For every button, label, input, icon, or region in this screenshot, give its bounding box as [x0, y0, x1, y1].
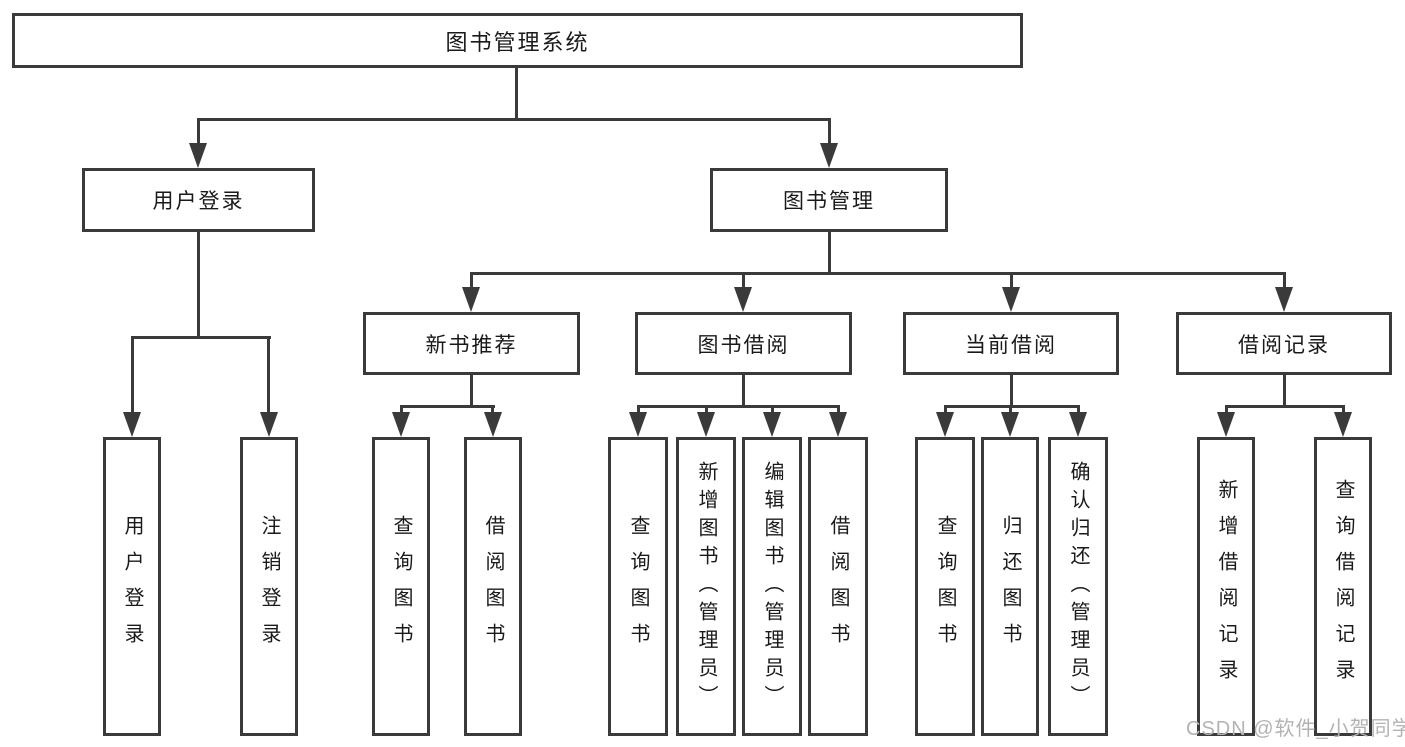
node-current-borrow: 当前借阅	[903, 312, 1119, 375]
node-book-borrow: 图书借阅	[635, 312, 852, 375]
arrowhead-down-icon	[1002, 287, 1020, 312]
arrowhead-down-icon	[1275, 287, 1293, 312]
connector-stem-level3	[1283, 272, 1286, 289]
csdn-watermark: CSDN @软件_小贺同学	[1186, 718, 1405, 740]
leaf-return-books: 归还图书	[981, 437, 1039, 736]
leaf-borrow-books: 借阅图书	[808, 437, 868, 736]
connector-stem-leaf	[1077, 405, 1080, 415]
connector-stem-leaf	[637, 405, 640, 415]
connector-stem-level3	[1010, 272, 1013, 289]
arrowhead-down-icon	[123, 412, 141, 437]
connector-book-management-split	[470, 272, 1286, 275]
connector-root-stub	[515, 67, 518, 119]
leaf-confirm-return-admin: 确认归还（管理员）	[1048, 437, 1108, 736]
node-borrow-records: 借阅记录	[1176, 312, 1392, 375]
connector-borrow-records-stub	[1283, 374, 1286, 408]
connector-stem-leaf	[705, 405, 708, 415]
connector-root-split	[197, 118, 831, 121]
connector-stem-leaf	[837, 405, 840, 415]
arrowhead-down-icon	[392, 412, 410, 437]
connector-current-borrow-split	[944, 405, 1080, 408]
leaf-query-books: 查询图书	[372, 437, 430, 736]
arrowhead-down-icon	[936, 412, 954, 437]
node-new-book-recommend: 新书推荐	[363, 312, 580, 375]
node-user-login: 用户登录	[82, 168, 315, 232]
arrowhead-down-icon	[462, 287, 480, 312]
connector-book-borrow-stub	[742, 374, 745, 408]
leaf-edit-books-admin: 编辑图书（管理员）	[742, 437, 802, 736]
arrowhead-down-icon	[829, 412, 847, 437]
connector-stem-leaf	[771, 405, 774, 415]
connector-stem-user-login	[197, 118, 200, 145]
arrowhead-down-icon	[1001, 412, 1019, 437]
connector-new-book-split	[400, 405, 495, 408]
leaf-user-login: 用户登录	[103, 437, 161, 736]
leaf-borrow-books: 借阅图书	[464, 437, 522, 736]
arrowhead-down-icon	[484, 412, 502, 437]
leaf-add-books-admin: 新增图书（管理员）	[676, 437, 736, 736]
connector-stem-leaf	[944, 405, 947, 415]
arrowhead-down-icon	[697, 412, 715, 437]
arrowhead-down-icon	[734, 287, 752, 312]
connector-borrow-records-split	[1225, 405, 1345, 408]
arrowhead-down-icon	[260, 412, 278, 437]
connector-stem-leaf	[1342, 405, 1345, 415]
arrowhead-down-icon	[1069, 412, 1087, 437]
connector-new-book-stub	[470, 374, 473, 408]
arrowhead-down-icon	[1217, 412, 1235, 437]
connector-stem-leaf	[267, 336, 270, 414]
connector-stem-leaf	[1009, 405, 1012, 415]
connector-stem-level3	[742, 272, 745, 289]
node-book-management: 图书管理	[710, 168, 948, 232]
connector-stem-leaf	[491, 405, 494, 415]
connector-stem-level3	[470, 272, 473, 289]
connector-user-login-split	[131, 336, 271, 339]
leaf-query-books: 查询图书	[915, 437, 975, 736]
connector-stem-leaf	[400, 405, 403, 415]
connector-stem-book-management	[828, 118, 831, 145]
leaf-query-books: 查询图书	[608, 437, 668, 736]
connector-book-borrow-split	[637, 405, 840, 408]
connector-stem-leaf	[131, 336, 134, 414]
leaf-add-borrow-record: 新增借阅记录	[1197, 437, 1255, 736]
leaf-query-borrow-record: 查询借阅记录	[1314, 437, 1372, 736]
node-root: 图书管理系统	[12, 13, 1023, 68]
connector-user-login-stub	[197, 231, 200, 336]
arrowhead-down-icon	[629, 412, 647, 437]
arrowhead-down-icon	[1334, 412, 1352, 437]
connector-stem-leaf	[1225, 405, 1228, 415]
arrowhead-down-icon	[189, 143, 207, 168]
arrowhead-down-icon	[820, 143, 838, 168]
arrowhead-down-icon	[763, 412, 781, 437]
connector-book-management-stub	[828, 231, 831, 272]
leaf-logout: 注销登录	[240, 437, 298, 736]
connector-current-borrow-stub	[1010, 374, 1013, 408]
